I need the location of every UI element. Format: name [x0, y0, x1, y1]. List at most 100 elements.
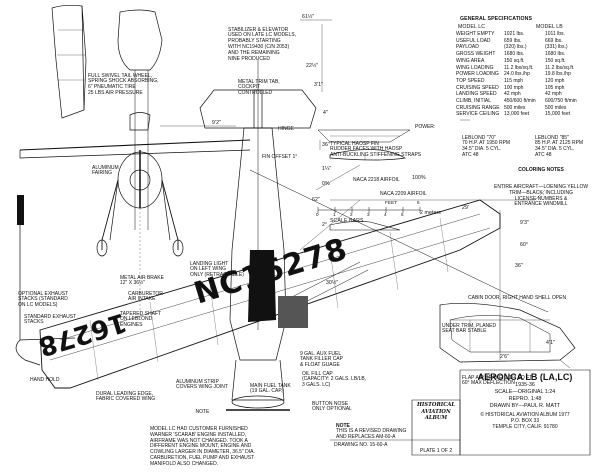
spec-label: WING LOADING — [456, 64, 494, 71]
scale-bar — [317, 207, 421, 213]
dim-3-1: 3'1" — [314, 82, 324, 88]
spec-label: CLIMB, INITIAL — [456, 98, 492, 104]
title-block: AERONCA LB (LA,LC) 1935-36 SCALE—ORIGINA… — [462, 372, 588, 430]
dimension-lines — [160, 19, 550, 360]
fin-section — [317, 129, 411, 143]
spec-value-lc: 11.2 lbs/sq.ft. — [504, 64, 534, 71]
dim-4: 4" — [323, 110, 328, 116]
spec-label: PAYLOAD — [456, 44, 479, 51]
scale-feet-label: FEET — [385, 200, 398, 205]
spec-value-lb: 120 mph — [545, 77, 565, 84]
aircraft-title: AERONCA LB (LA,LC) — [477, 372, 573, 382]
scale-bars-label: SCALE BARS — [330, 218, 364, 224]
dim-100: 100% — [412, 175, 426, 181]
spec-value-lb: 11.2 lbs/sq.ft. — [545, 64, 575, 71]
tail-side-view — [51, 4, 87, 119]
engine-lc: LeBLOND "70"70 H.P. at 1950 rpm34.5" DIA… — [462, 134, 511, 158]
dim-62: 62" — [312, 197, 320, 203]
drawing-number: DRAWING No. 15-60-A — [334, 442, 388, 448]
spec-label: GROSS WEIGHT — [456, 51, 496, 58]
cabin-dim-1: 2'6" — [500, 354, 510, 360]
spec-value-lb: (331) lbs.) — [545, 44, 568, 51]
spec-value-lc: 115 mph — [504, 77, 524, 84]
cabin-door-label: CABIN DOOR, RIGHT HAND SHELL OPEN — [468, 295, 567, 301]
naca-2209-label: NACA 2209 AIRFOIL — [380, 191, 427, 197]
spec-value-lb: 19.8 lbs./hp — [545, 71, 571, 78]
dural-edge-note: DURAL LEADING EDGE,FABRIC COVERED WING — [96, 390, 156, 403]
dim-36: 36" — [322, 142, 330, 148]
dim-tail-span: 61½" — [302, 14, 315, 20]
power-label: POWER: — [415, 124, 436, 130]
spec-value-lc: 659 lbs. — [504, 37, 522, 44]
scale-tick-5: 5 — [401, 212, 404, 217]
scale-tick-2: 2 — [350, 212, 353, 217]
spec-label: TOP SPEED — [456, 77, 485, 84]
spec-label: USEFUL LOAD — [456, 37, 491, 44]
title-block-frame — [330, 369, 591, 456]
hinge-label: HINGE — [278, 126, 294, 132]
spec-value-lb: 42 mph — [545, 91, 562, 98]
dim-30: 30½" — [326, 280, 339, 286]
spec-value-lb: 1680 lbs. — [545, 51, 566, 58]
spec-label: CRUISING SPEED — [456, 84, 499, 91]
spec-value-lc: 150 sq.ft. — [504, 57, 525, 64]
spec-value-lb: 15,000 feet — [545, 111, 571, 118]
spec-value-lb: 669 lbs. — [545, 37, 563, 44]
scale-meters-label: 2 meters — [420, 210, 441, 216]
drawn-by: DRAWN BY—PAUL R. MATT — [489, 403, 561, 409]
cabin-dim-2: 4'1" — [546, 340, 556, 346]
spec-value-lb: 105 mph — [545, 84, 565, 91]
black-trim — [17, 195, 308, 328]
po-box: P.O. BOX 33 — [510, 418, 540, 424]
naca-2218-label: NACA 2218 AIRFOIL — [353, 177, 400, 183]
dim-29: 29' — [462, 205, 470, 211]
coloring-notes: COLORING NOTES ENTIRE AIRCRAFT—LOENING Y… — [494, 166, 589, 208]
spec-value-lc: 1021 lbs. — [504, 31, 525, 37]
spec-value-lb: 600/750 ft/min — [545, 98, 577, 104]
scale-tick-3: 3 — [367, 212, 370, 217]
scale-tick-6: 6 — [417, 200, 420, 205]
spec-value-lc: 13,000 feet — [504, 111, 530, 118]
hand-hold-note: HAND HOLD — [30, 377, 60, 383]
dim-60-deg: 60° — [520, 242, 529, 248]
dim-22: 22½" — [306, 63, 319, 69]
aircraft-years: 1935-36 — [515, 382, 535, 388]
spec-value-lc: 24.0 lbs./hp — [504, 71, 530, 78]
scale-tick-4: 4 — [384, 212, 387, 217]
dim-0: 0% — [322, 181, 330, 187]
dim-2-deg: 2° — [322, 222, 328, 228]
dim-9-2: 9'2" — [212, 120, 222, 126]
spec-label: WEIGHT EMPTY — [456, 31, 495, 37]
spec-value-lc: 100 mph — [504, 84, 524, 91]
spec-label: WING AREA — [456, 57, 485, 64]
spec-label: SERVICE CEILING — [456, 111, 500, 118]
three-view-drawing — [15, 4, 591, 456]
scale-tick-0: 0 — [316, 212, 319, 217]
side-profile — [249, 169, 549, 313]
fin-offset-note: FIN OFFSET 1° — [262, 154, 298, 160]
spec-value-lc: 42 mph — [504, 91, 521, 98]
plan-view — [39, 60, 501, 411]
specs-col-lb: MODEL LB — [536, 24, 563, 30]
stabilizer-top-view — [117, 9, 163, 230]
spec-value-lc: 1680 lbs. — [504, 51, 525, 58]
spec-value-lc: 500 miles — [504, 104, 526, 111]
scale-tick-1: 1 — [333, 212, 336, 217]
front-view — [15, 139, 251, 366]
scale-original: SCALE—ORIGINAL 1:24 — [494, 389, 556, 395]
